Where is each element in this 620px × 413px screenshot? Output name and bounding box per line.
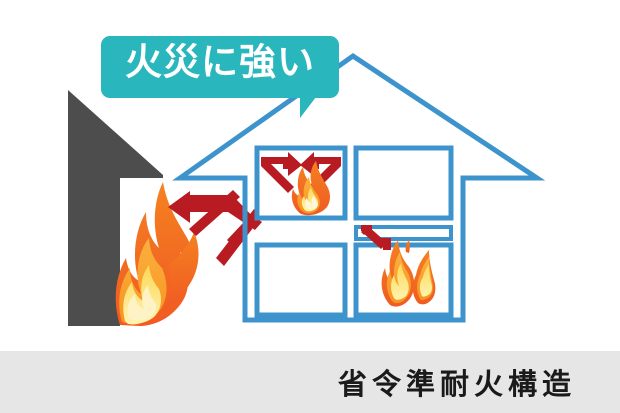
fire-resistant-house [172,52,546,323]
callout-label: 火災に強い [125,41,315,84]
upper-room-fire [291,161,330,216]
illustration-canvas: 火災に強い [68,36,546,326]
caption-label: 省令準耐火構造 [337,367,576,401]
floor-barrier-arrow [361,225,391,250]
neighbouring-burning-house [68,90,163,326]
room-lower-left [254,242,348,318]
lower-room-fire [381,240,436,307]
floor-divider-band [354,225,453,241]
exterior-fire [115,182,199,326]
room-upper-right [353,145,454,221]
callout-bubble: 火災に強い [101,36,339,118]
caption-bar: 省令準耐火構造 [0,351,620,413]
